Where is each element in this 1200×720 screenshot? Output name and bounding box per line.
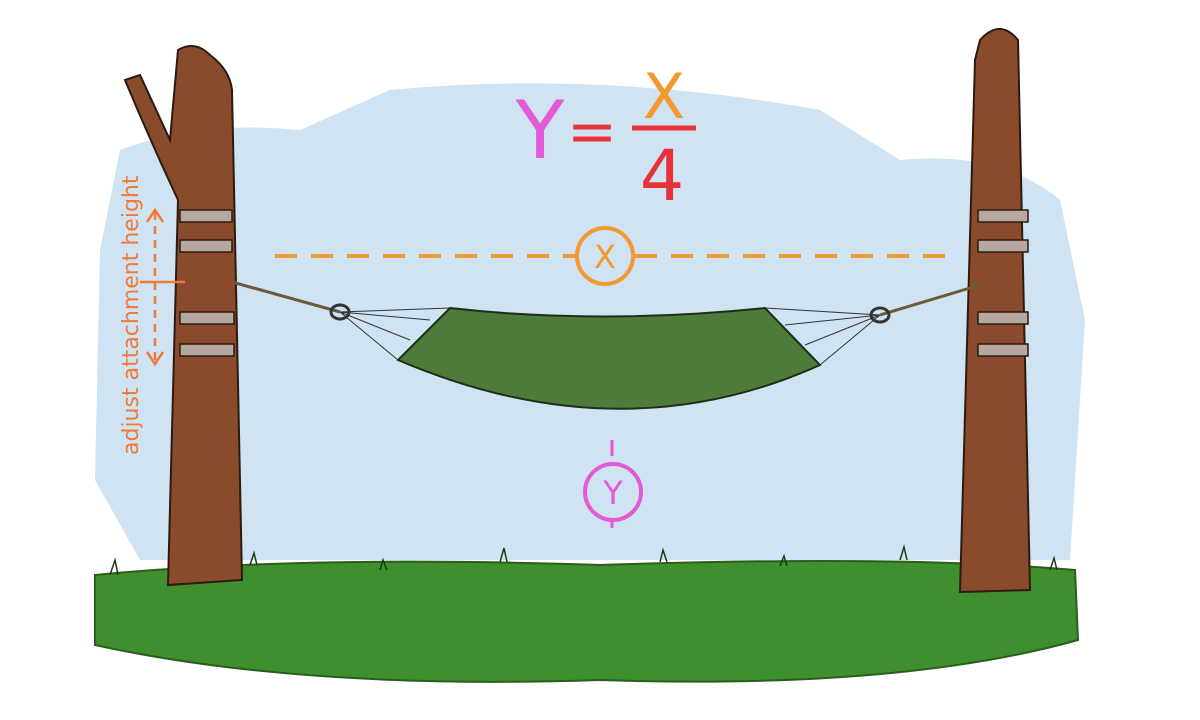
right-tree bbox=[958, 28, 1032, 594]
formula-lhs: Y bbox=[515, 84, 566, 177]
side-note-text: adjust attachment height bbox=[119, 175, 144, 455]
formula: Y = X 4 bbox=[515, 60, 696, 217]
adjust-height-annotation: adjust attachment height bbox=[119, 175, 185, 455]
formula-numerator: X bbox=[643, 60, 685, 133]
formula-denominator: 4 bbox=[640, 135, 685, 217]
grass bbox=[94, 560, 1080, 683]
left-tree bbox=[123, 45, 244, 587]
carabiners bbox=[329, 303, 891, 324]
hammock bbox=[396, 306, 822, 410]
suspension-ropes bbox=[231, 280, 981, 317]
x-marker-circle bbox=[575, 226, 635, 286]
grass-blades bbox=[109, 544, 1058, 576]
x-marker-label: X bbox=[594, 238, 616, 276]
y-marker-label: Y bbox=[602, 474, 623, 512]
hammock-strings bbox=[339, 307, 881, 366]
y-marker-circle bbox=[583, 462, 643, 522]
formula-equals: = bbox=[567, 97, 617, 167]
